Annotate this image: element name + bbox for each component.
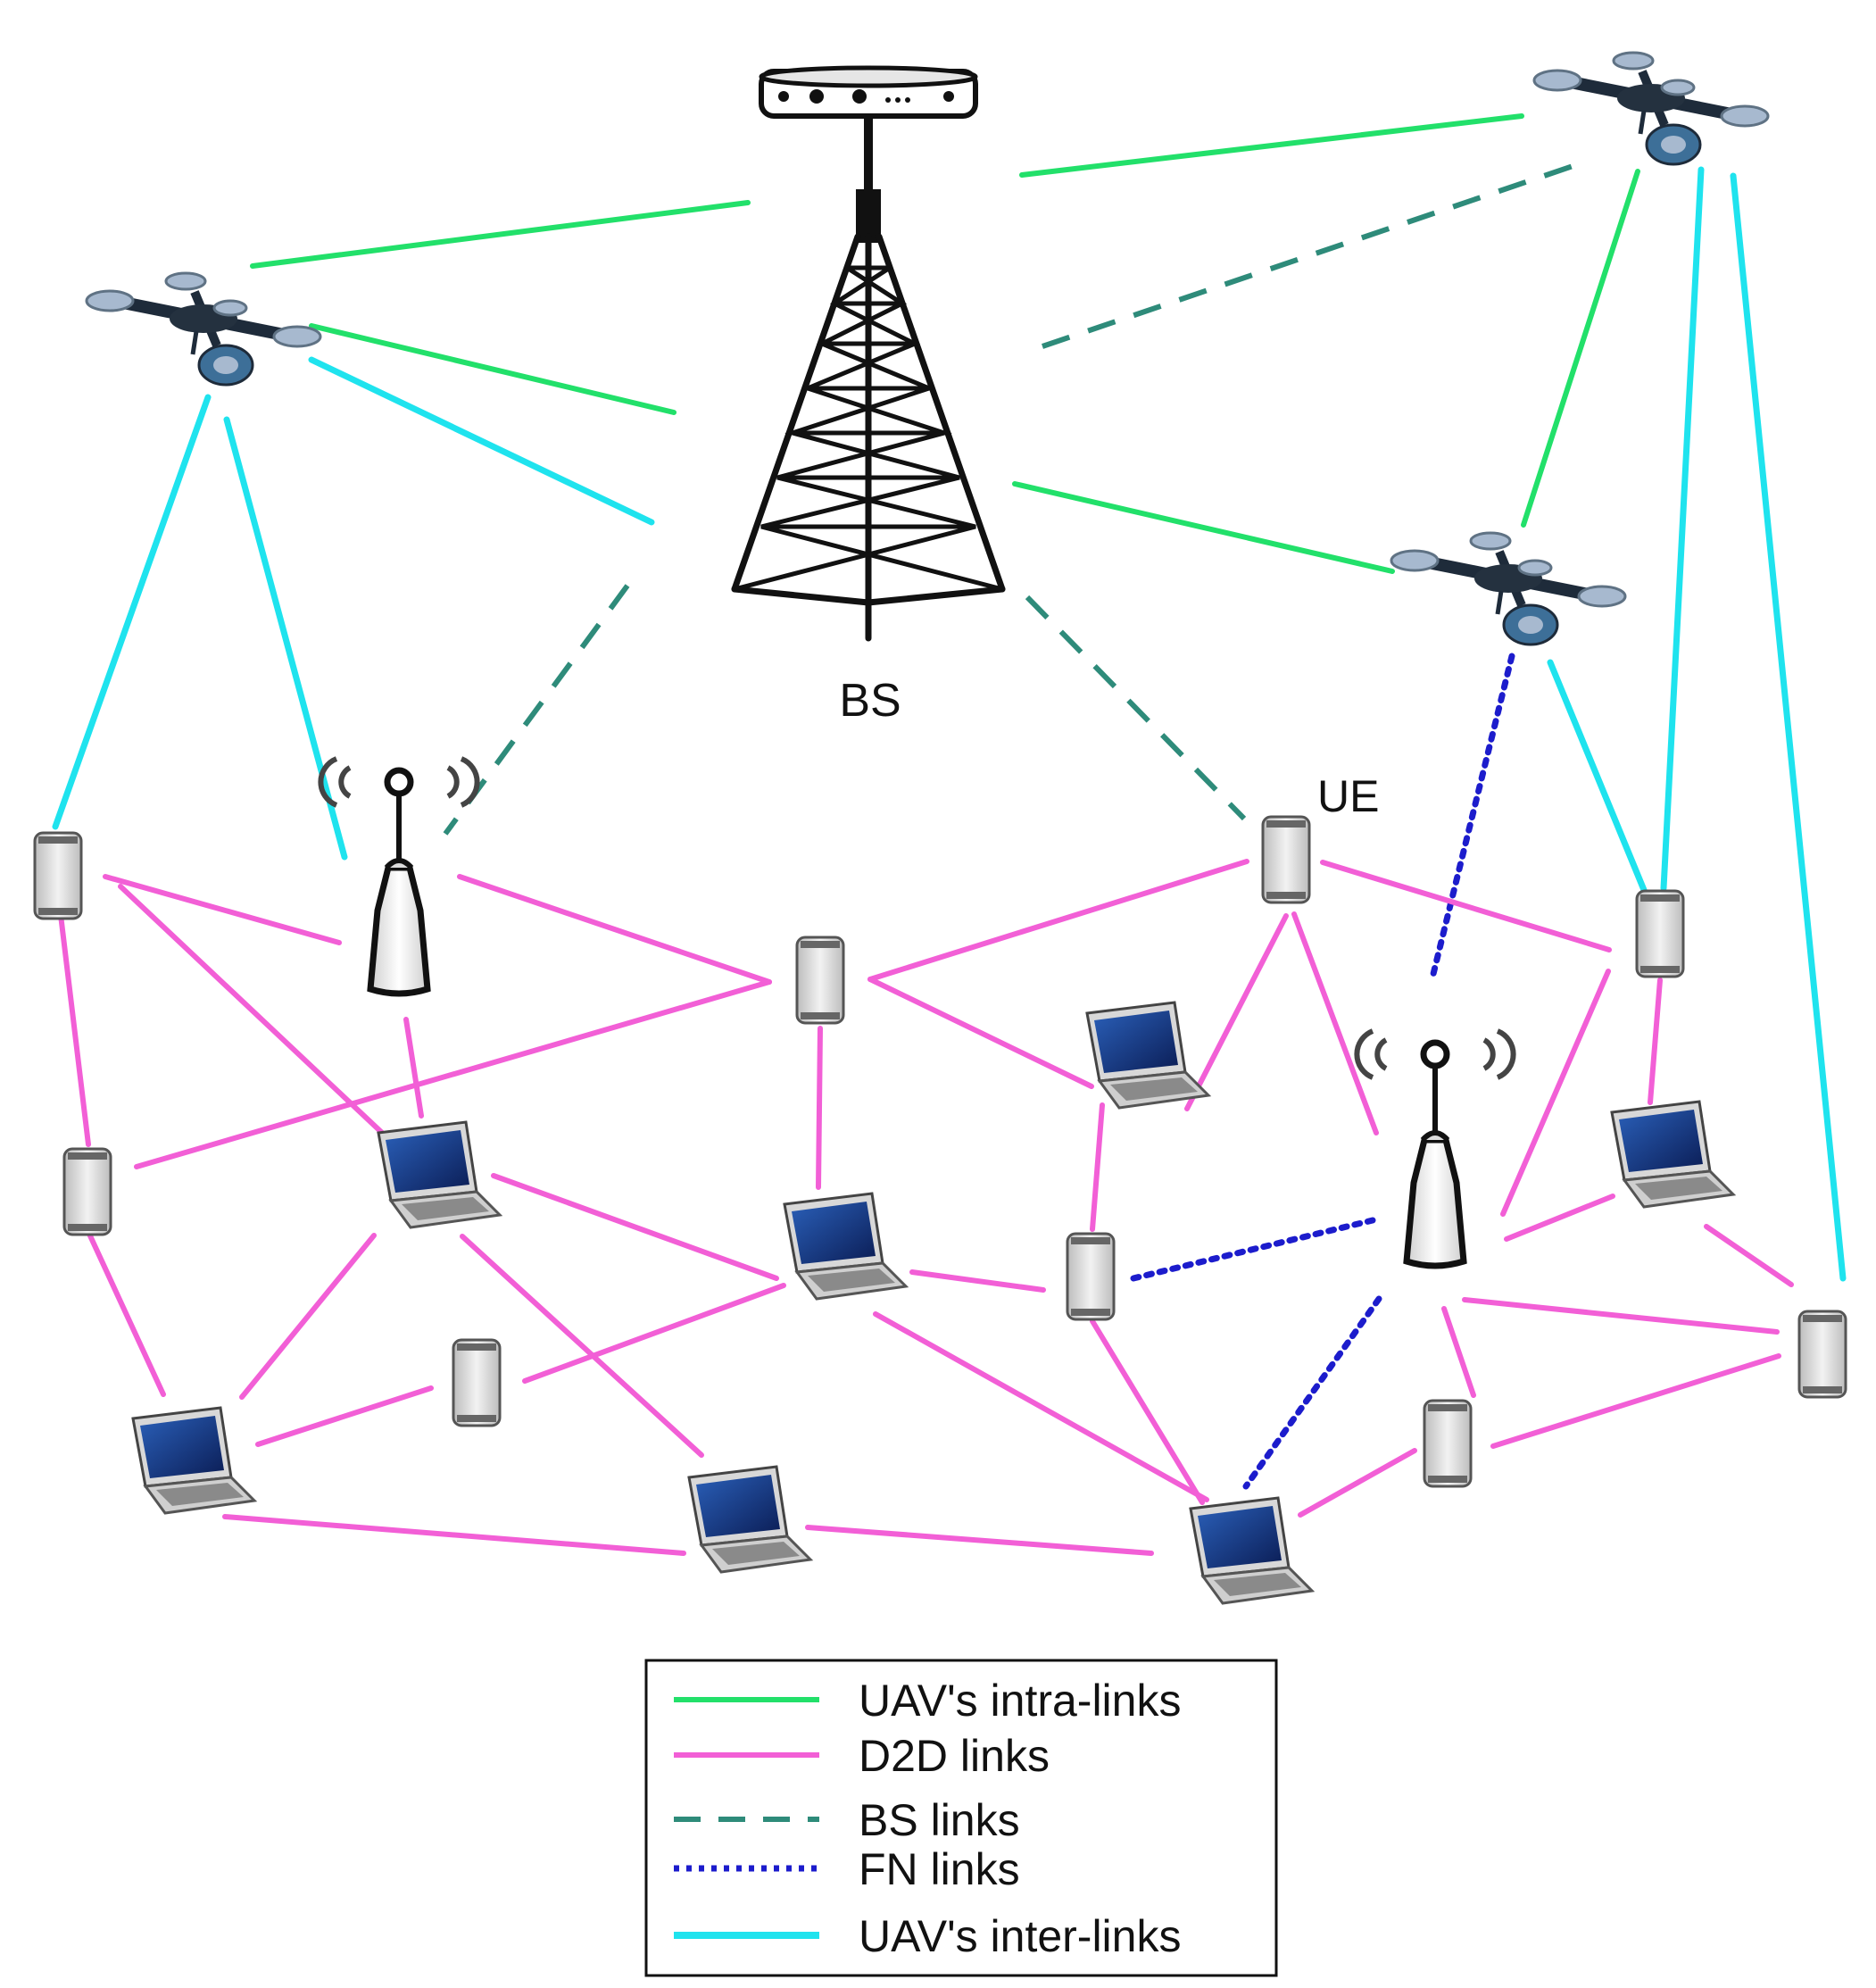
d2d-link xyxy=(1090,1102,1105,1232)
d2d-link xyxy=(1298,1448,1417,1518)
legend-label: BS links xyxy=(859,1795,1020,1845)
d2d-link xyxy=(58,912,91,1147)
intra-link xyxy=(1012,481,1395,574)
legend-item: BS links xyxy=(674,1795,1020,1845)
d2d-link xyxy=(1090,1318,1205,1505)
d2d-link xyxy=(867,977,1094,1089)
smartphone-icon xyxy=(452,1338,502,1427)
d2d-link xyxy=(103,874,342,945)
legend-item: UAV's inter-links xyxy=(674,1911,1181,1961)
inter-link xyxy=(223,416,348,861)
smartphone-icon xyxy=(1261,815,1311,904)
d2d-link xyxy=(1441,1306,1476,1398)
fn-link xyxy=(1130,1217,1376,1282)
d2d-link xyxy=(1462,1297,1780,1335)
base-station-tower-icon xyxy=(731,65,1006,642)
bs-links xyxy=(443,158,1590,836)
intra-link xyxy=(1019,113,1524,178)
uav-inter-links xyxy=(52,166,1847,1282)
smartphone-icon xyxy=(62,1147,112,1236)
d2d-links xyxy=(58,859,1794,1556)
legend-label: FN links xyxy=(859,1844,1020,1894)
laptop-icon xyxy=(377,1120,502,1229)
inter-link xyxy=(1660,166,1705,892)
laptop-icon xyxy=(1189,1496,1314,1605)
fn-link xyxy=(1429,653,1515,981)
drone-icon xyxy=(87,273,320,385)
nodes-layer: BS UE xyxy=(33,53,1847,1605)
smartphone-icon xyxy=(33,831,83,920)
fog-node-router-icon xyxy=(320,759,477,994)
d2d-link xyxy=(816,1026,823,1190)
d2d-link xyxy=(255,1385,434,1447)
d2d-link xyxy=(909,1269,1046,1293)
drone-icon xyxy=(1391,533,1625,645)
d2d-link xyxy=(239,1233,377,1400)
laptop-icon xyxy=(1610,1100,1735,1209)
inter-link xyxy=(1730,172,1847,1282)
intra-link xyxy=(250,200,751,269)
legend-label: UAV's inter-links xyxy=(859,1911,1181,1961)
d2d-link xyxy=(403,1017,424,1119)
d2d-link xyxy=(1291,911,1379,1135)
uav-intra-links xyxy=(250,113,1640,574)
inter-link xyxy=(52,394,212,830)
legend-item: UAV's intra-links xyxy=(674,1676,1181,1726)
d2d-link xyxy=(118,884,398,1148)
smartphone-icon xyxy=(1635,889,1685,978)
d2d-link xyxy=(805,1525,1154,1556)
d2d-link xyxy=(1490,1353,1781,1449)
d2d-link xyxy=(134,979,772,1169)
ue-label: UE xyxy=(1317,771,1379,821)
smartphone-icon xyxy=(795,936,845,1025)
d2d-link xyxy=(1320,860,1612,952)
d2d-link xyxy=(222,1514,686,1556)
d2d-link xyxy=(86,1229,166,1397)
bs-link xyxy=(1042,158,1590,349)
inter-link xyxy=(308,356,655,526)
laptop-icon xyxy=(687,1465,812,1574)
fn-links xyxy=(1130,653,1515,1490)
smartphone-icon xyxy=(1423,1399,1473,1488)
links-layer xyxy=(52,113,1847,1556)
d2d-link xyxy=(1704,1224,1794,1287)
d2d-link xyxy=(873,1311,1209,1502)
d2d-link xyxy=(522,1283,786,1384)
inter-link xyxy=(1547,659,1648,894)
legend-box xyxy=(644,1659,1278,1977)
d2d-link xyxy=(457,874,772,985)
drone-icon xyxy=(1534,53,1768,164)
d2d-link xyxy=(1648,977,1663,1105)
bs-label: BS xyxy=(839,675,901,727)
fn-link xyxy=(1242,1295,1382,1490)
intra-link xyxy=(309,323,677,415)
d2d-link xyxy=(460,1234,704,1458)
d2d-link xyxy=(1504,1194,1615,1242)
d2d-link xyxy=(1184,913,1289,1111)
d2d-link xyxy=(867,859,1249,982)
fog-node-router-icon xyxy=(1357,1031,1513,1266)
legend-label: UAV's intra-links xyxy=(859,1676,1181,1726)
laptop-icon xyxy=(1085,1001,1210,1110)
laptop-icon xyxy=(783,1192,908,1301)
legend-item: D2D links xyxy=(674,1731,1050,1781)
legend-label: D2D links xyxy=(859,1731,1050,1781)
laptop-icon xyxy=(131,1406,256,1515)
smartphone-icon xyxy=(1797,1310,1847,1399)
legend-item: FN links xyxy=(674,1844,1020,1894)
bs-link xyxy=(1025,595,1247,821)
intra-link xyxy=(1521,169,1640,528)
d2d-link xyxy=(491,1173,779,1281)
d2d-link xyxy=(1500,969,1611,1217)
smartphone-icon xyxy=(1066,1232,1116,1321)
